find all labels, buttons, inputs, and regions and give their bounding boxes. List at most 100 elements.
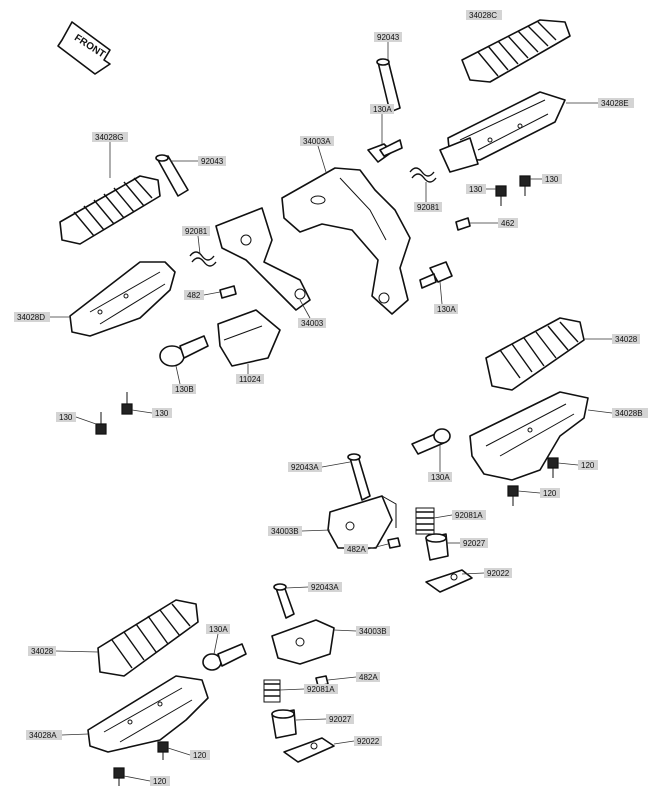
svg-text:130: 130 <box>155 409 169 418</box>
svg-text:92043A: 92043A <box>291 463 319 472</box>
callout-labels: 34028C 92043 130A 34028E 34028G 92043 34… <box>14 10 648 786</box>
svg-text:130A: 130A <box>437 305 456 314</box>
label-462-right: 462 <box>470 218 518 228</box>
label-92081-left: 92081 <box>182 226 210 255</box>
svg-text:92043: 92043 <box>377 33 400 42</box>
svg-text:482: 482 <box>187 291 201 300</box>
svg-text:92043A: 92043A <box>311 583 339 592</box>
bolts-120-right <box>507 457 559 506</box>
svg-text:92081: 92081 <box>417 203 440 212</box>
svg-text:92022: 92022 <box>357 737 380 746</box>
bolt-130A-bottom <box>202 643 247 671</box>
label-130A-1: 130A <box>370 104 394 144</box>
svg-text:92022: 92022 <box>487 569 510 578</box>
label-34028D: 34028D <box>14 312 70 322</box>
label-130A-4: 130A <box>206 624 230 655</box>
label-130-4: 130 <box>131 408 172 418</box>
svg-text:92081A: 92081A <box>455 511 483 520</box>
bracket-34003 <box>215 207 311 311</box>
cotter-462-right <box>455 217 471 231</box>
label-92027-1: 92027 <box>446 538 488 548</box>
svg-text:34028: 34028 <box>615 335 638 344</box>
bolt-130A-mid <box>411 428 451 455</box>
svg-text:34003: 34003 <box>301 319 324 328</box>
washer-92022-mid <box>425 569 473 593</box>
bolt-130A-top <box>367 139 403 163</box>
label-92043-top: 92043 <box>374 32 402 60</box>
svg-text:482A: 482A <box>359 673 378 682</box>
spring-92081-right <box>409 167 437 183</box>
label-11024: 11024 <box>236 364 264 384</box>
collar-92027-bottom <box>271 709 297 739</box>
svg-text:120: 120 <box>581 461 595 470</box>
svg-text:34003B: 34003B <box>271 527 299 536</box>
svg-text:34028G: 34028G <box>95 133 123 142</box>
label-120-3: 120 <box>167 747 210 760</box>
label-92081A-1: 92081A <box>433 510 486 520</box>
label-34003: 34003 <box>298 299 326 328</box>
pin-92043-top <box>376 58 401 113</box>
svg-text:462: 462 <box>501 219 515 228</box>
cotter-482A-mid <box>387 537 401 549</box>
footpeg-34028B <box>469 391 589 481</box>
footpeg-34028D <box>69 261 176 337</box>
svg-text:34028E: 34028E <box>601 99 629 108</box>
label-34003B-2: 34003B <box>333 626 390 636</box>
bolts-130-left <box>95 392 133 435</box>
bolts-130-right <box>495 175 531 206</box>
label-92022-1: 92022 <box>461 568 512 578</box>
label-120-2: 120 <box>517 488 560 498</box>
label-34003B-1: 34003B <box>268 526 331 536</box>
label-130-2: 130 <box>530 174 562 184</box>
label-34028C: 34028C <box>466 10 502 20</box>
label-130-3: 130 <box>56 412 97 425</box>
bolt-130B <box>159 335 209 367</box>
rubber-34028C <box>461 19 571 83</box>
bracket-34003B-mid <box>327 495 397 549</box>
cotter-482-left <box>219 285 237 299</box>
front-arrow-badge: FRONT <box>57 21 111 75</box>
label-482A-1: 482A <box>344 543 389 554</box>
rubber-34028-right <box>485 317 585 391</box>
bracket-34003B-bottom <box>271 619 335 665</box>
label-120-1: 120 <box>557 460 598 470</box>
label-482A-2: 482A <box>327 672 380 682</box>
plate-11024 <box>217 309 281 367</box>
label-92027-2: 92027 <box>295 714 354 724</box>
svg-text:130A: 130A <box>431 473 450 482</box>
svg-text:120: 120 <box>193 751 207 760</box>
pin-92043A-mid <box>347 453 371 501</box>
footpeg-34028A <box>87 675 209 753</box>
collar-92027-mid <box>425 533 449 561</box>
footpeg-34028E <box>439 91 566 173</box>
svg-text:34003A: 34003A <box>303 137 331 146</box>
spring-92081A-mid <box>415 507 435 535</box>
spring-92081A-bottom <box>263 679 281 703</box>
label-130B: 130B <box>172 365 196 394</box>
svg-text:92027: 92027 <box>329 715 352 724</box>
svg-text:92081A: 92081A <box>307 685 335 694</box>
label-92081-right: 92081 <box>414 182 442 212</box>
svg-text:11024: 11024 <box>239 375 261 384</box>
svg-text:34028: 34028 <box>31 647 54 656</box>
svg-text:130A: 130A <box>373 105 392 114</box>
label-130A-2: 130A <box>434 281 458 314</box>
svg-text:34028B: 34028B <box>615 409 643 418</box>
rubber-34028-bottom <box>97 599 199 677</box>
label-92043-left: 92043 <box>170 156 226 166</box>
label-34028A: 34028A <box>26 730 89 740</box>
label-92081A-2: 92081A <box>279 684 338 694</box>
svg-text:34028A: 34028A <box>29 731 57 740</box>
label-92022-2: 92022 <box>333 736 382 746</box>
label-34003A: 34003A <box>300 136 334 173</box>
svg-text:34028C: 34028C <box>469 11 497 20</box>
label-120-4: 120 <box>123 775 170 786</box>
svg-text:120: 120 <box>543 489 557 498</box>
svg-text:130A: 130A <box>209 625 228 634</box>
spring-92081-left <box>189 251 217 267</box>
rubber-34028G <box>59 175 161 245</box>
label-92043A-1: 92043A <box>288 461 351 472</box>
svg-text:130B: 130B <box>175 385 194 394</box>
label-92043A-2: 92043A <box>285 582 342 592</box>
label-34028G: 34028G <box>92 132 128 178</box>
